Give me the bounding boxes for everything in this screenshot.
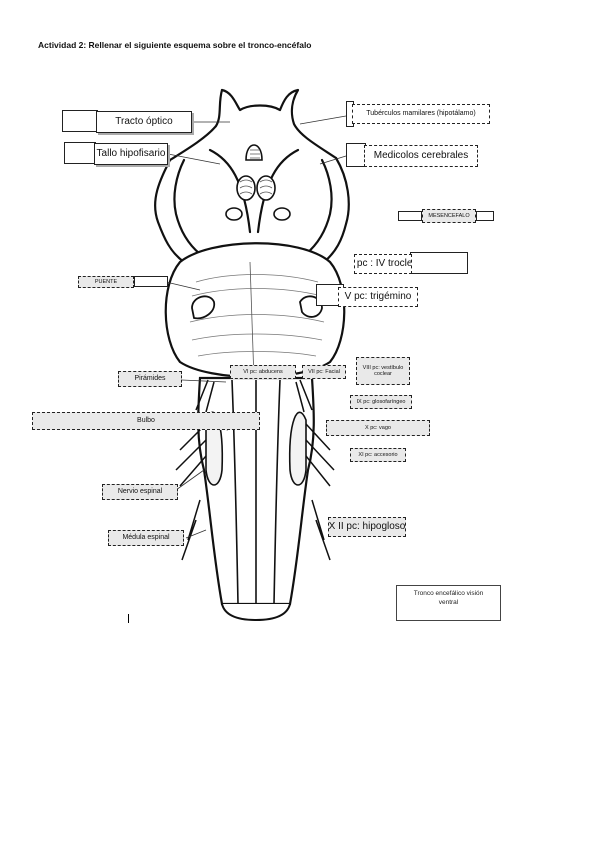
mesencefalo-side-right [476, 211, 494, 221]
oculomotor-root-left [225, 207, 243, 221]
label-mesencefalo: MESENCEFALO [422, 209, 476, 223]
label-bulbo: Bulbo [32, 412, 260, 430]
text-cursor-mark [128, 614, 129, 623]
label-medicolos-cerebrales: Medicolos cerebrales [364, 145, 478, 167]
label-medula-espinal: Médula espinal [108, 530, 184, 546]
label-tallo-hipofisario: Tallo hipofisario [94, 143, 168, 165]
interpeduncular [208, 148, 300, 234]
label-glosofaringeo: IX pc: glosofaríngeo [350, 395, 412, 409]
mesencefalo-side-left [398, 211, 422, 221]
mammillary-body-right [256, 175, 276, 201]
trigeminal-root-left [191, 295, 216, 320]
peduncle-inner-left [173, 158, 202, 256]
optic-chiasm [220, 88, 338, 160]
label-troclear: IV pc : IV troclear [354, 254, 412, 274]
blank-box-optic [62, 110, 98, 132]
olive-right [288, 411, 307, 486]
activity-heading: Actividad 2: Rellenar el siguiente esque… [38, 40, 312, 50]
label-piramides: Pirámides [118, 371, 182, 387]
label-facial: VII pc: Facial [302, 365, 346, 379]
vestibulo-coclear-line1: VIII pc: vestíbulo [362, 364, 404, 371]
label-trigemino: V pc: trigémino [338, 287, 418, 307]
pyramid-left [231, 379, 239, 605]
peduncle-outline-right [322, 156, 350, 264]
oculomotor-root-right [273, 207, 291, 221]
label-vago: X pc: vago [326, 420, 430, 436]
peduncle-outline [154, 158, 186, 264]
label-abducens: VI pc: abducens [230, 365, 296, 379]
label-nervio-espinal: Nervio espinal [102, 484, 178, 500]
label-tracto-optico: Tracto óptico [96, 111, 192, 133]
label-accesorio: XI pc: accesorio [350, 448, 406, 462]
infundibulum [245, 144, 263, 161]
caption-line2: ventral [438, 599, 459, 607]
figure-caption: Tronco encefálico visión ventral [396, 585, 501, 621]
label-tuberculos-mamilares: Tubérculos mamilares (hipotálamo) [352, 104, 490, 124]
peduncle-inner-right [304, 158, 333, 256]
pons [164, 242, 346, 379]
spinal-cord [221, 603, 291, 622]
blank-box-medicolos [346, 143, 366, 167]
caption-line1: Tronco encefálico visión [413, 590, 484, 597]
blank-box-hypophyseal [64, 142, 96, 164]
mammillary-body-left [236, 175, 256, 201]
label-puente: PUENTE [78, 276, 134, 288]
optic-tract-left [168, 88, 224, 162]
label-vestibulo-coclear: VIII pc: vestíbulo coclear [356, 357, 410, 385]
puente-side [134, 276, 168, 287]
pyramid-right [273, 379, 281, 605]
label-hipogloso: X II pc: hipogloso [328, 517, 406, 537]
vestibulo-coclear-line2: coclear [374, 371, 392, 377]
blank-box-troclear [410, 252, 468, 274]
